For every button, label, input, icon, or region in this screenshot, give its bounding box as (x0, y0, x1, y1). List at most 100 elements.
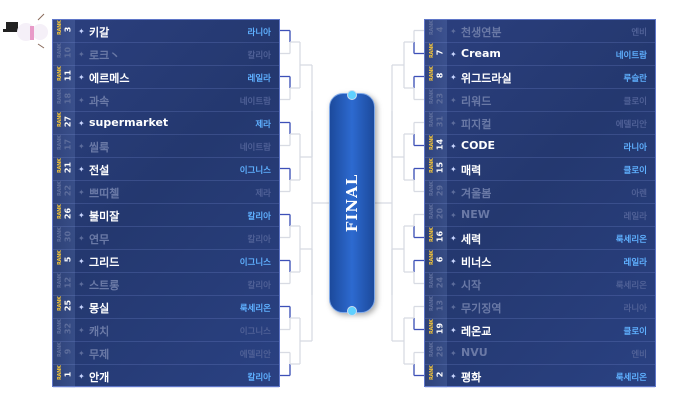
rank-number: 27 (63, 115, 73, 128)
star-icon: ✦ (450, 326, 457, 335)
rank-number: 32 (63, 322, 73, 335)
rank-label: RANK (57, 342, 63, 357)
server-name: 네이트람 (239, 97, 271, 107)
server-name: 네이트람 (615, 51, 647, 61)
guild-name: 위그드라실 (461, 72, 512, 85)
star-icon: ✦ (450, 73, 457, 82)
rank-number: 18 (63, 92, 73, 105)
rank-number: 15 (435, 161, 445, 174)
guild-name: 씰룩 (89, 141, 110, 154)
rank-label: RANK (57, 227, 63, 242)
server-name: 칼리아 (247, 51, 271, 61)
rank-label: RANK (429, 296, 435, 311)
rank-label: RANK (429, 181, 435, 196)
rank-label: RANK (429, 112, 435, 127)
rank-label: RANK (57, 43, 63, 58)
rank-number: 1 (63, 371, 73, 378)
guild-name: 피지컬 (461, 118, 492, 131)
guild-name: NEW (461, 208, 490, 221)
star-icon: ✦ (78, 349, 85, 358)
guild-name: 무기징역 (461, 302, 502, 315)
rank-label: RANK (57, 89, 63, 104)
rank-label: RANK (57, 273, 63, 288)
guild-name: 쁘띠첼 (89, 187, 120, 200)
rank-label: RANK (429, 20, 435, 35)
star-icon: ✦ (450, 303, 457, 312)
server-name: 레일라 (623, 212, 647, 222)
guild-name: 그리드 (89, 256, 120, 269)
server-name: 클로이 (623, 166, 647, 176)
rank-label: RANK (57, 250, 63, 265)
rank-label: RANK (429, 273, 435, 288)
guild-name: 과속 (89, 95, 110, 108)
rank-label: RANK (429, 66, 435, 81)
rank-label: RANK (57, 365, 63, 380)
star-icon: ✦ (450, 234, 457, 243)
rank-label: RANK (429, 250, 435, 265)
guild-name: 전설 (89, 164, 110, 177)
server-name: 칼리아 (247, 373, 271, 383)
guild-name: 안개 (89, 371, 110, 384)
star-icon: ✦ (78, 188, 85, 197)
server-name: 룩세리온 (615, 281, 647, 291)
rank-number: 6 (435, 256, 445, 263)
rank-number: 12 (63, 276, 73, 289)
rank-number: 3 (63, 26, 73, 33)
rank-label: RANK (429, 365, 435, 380)
guild-name: 에르메스 (89, 72, 130, 85)
rank-number: 25 (63, 299, 73, 312)
star-icon: ✦ (78, 234, 85, 243)
rank-label: RANK (429, 227, 435, 242)
server-name: 아렌 (631, 189, 647, 199)
guild-name: 세력 (461, 233, 482, 246)
server-name: 레일라 (623, 258, 647, 268)
